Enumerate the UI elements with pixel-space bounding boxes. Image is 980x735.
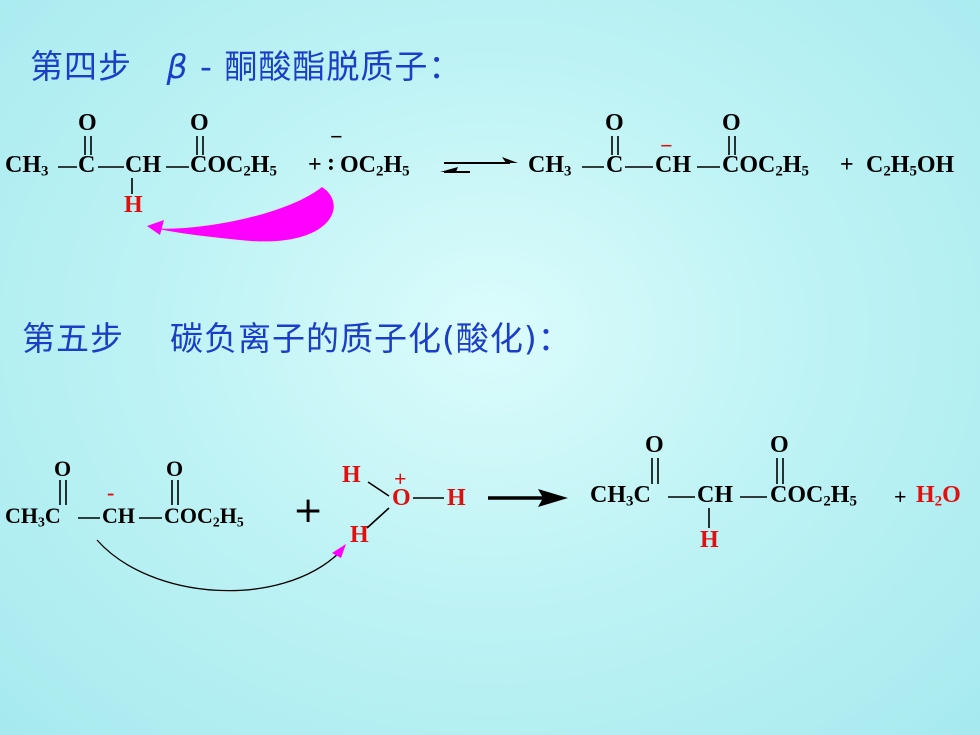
step4-title-rest: - 酮酸酯脱质子： <box>188 47 463 86</box>
s4-ethoxide: OC2H5 <box>340 152 410 180</box>
s5r-ch: CH <box>102 503 135 528</box>
h3o-h-right: H <box>447 485 466 511</box>
s5p-ch: CH <box>697 482 733 508</box>
s5r-o1: O <box>54 456 72 481</box>
s5r-carbanion-minus: - <box>107 480 115 505</box>
s4p-carbonyl-c: C <box>606 152 624 178</box>
step5-bonds <box>59 458 784 528</box>
s5p-o1: O <box>645 432 664 458</box>
s4p-o1: O <box>605 110 624 136</box>
s4-ethanol: C2H5OH <box>866 152 955 180</box>
s5-water: H2O <box>916 482 961 510</box>
h3o-plus: + <box>394 466 407 491</box>
s4r-ch3: CH3 <box>5 152 49 180</box>
step4-title-prefix: 第四步 <box>30 47 132 86</box>
s4-colon: : <box>327 150 335 176</box>
s4-base-minus: − <box>330 124 343 149</box>
s5p-ester: COC2H5 <box>770 482 857 510</box>
s4-plus-1: + <box>308 152 322 178</box>
s4r-ester: COC2H5 <box>190 152 277 180</box>
s4r-ch: CH <box>125 152 161 178</box>
step4-title-beta: β <box>166 47 189 86</box>
s5r-ch3c: CH3C <box>5 503 61 530</box>
s4r-alpha-h: H <box>124 192 143 218</box>
h3o-h-top: H <box>342 462 361 488</box>
s4p-o2: O <box>722 110 741 136</box>
s5r-o2: O <box>166 456 184 481</box>
s4r-o1: O <box>78 110 97 136</box>
h3o-h-bottom: H <box>350 522 369 548</box>
s5p-h: H <box>700 527 719 553</box>
s5-plus-1: + <box>293 490 324 531</box>
s5p-o2: O <box>770 432 789 458</box>
s4-plus-2: + <box>840 152 854 178</box>
step5-heading: 第五步 碳负离子的质子化(酸化)： <box>22 319 572 358</box>
s4r-carbonyl-c: C <box>78 152 96 178</box>
step4-heading: 第四步 β - 酮酸酯脱质子： <box>30 40 462 88</box>
s5-plus-2: + <box>894 484 907 509</box>
equilibrium-arrows <box>440 157 518 173</box>
s5r-ester: COC2H5 <box>164 503 244 530</box>
hydronium-bonds <box>366 481 444 529</box>
proton-transfer-arrow <box>147 187 334 242</box>
h3o-o: O <box>392 485 411 511</box>
s5p-ch3c: CH3C <box>590 482 651 510</box>
s4p-ester: COC2H5 <box>722 152 809 180</box>
step4-bonds <box>58 136 736 194</box>
s4p-ch3: CH3 <box>528 152 572 180</box>
s4p-carbanion-minus: − <box>660 133 673 158</box>
s4p-ch: CH <box>655 152 691 178</box>
carbanion-attack-arrow <box>96 539 346 592</box>
s4r-o2: O <box>190 110 209 136</box>
reaction-arrow <box>488 489 568 507</box>
